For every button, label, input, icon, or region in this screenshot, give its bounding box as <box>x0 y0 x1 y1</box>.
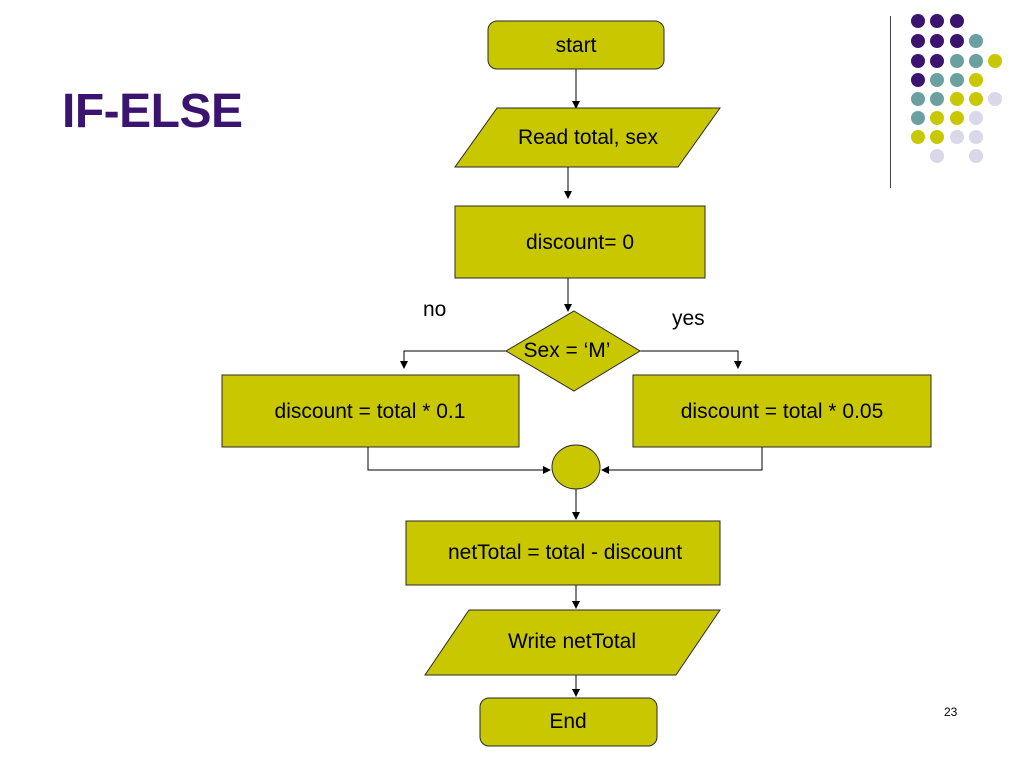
decision-label: Sex = ‘M’ <box>524 339 611 362</box>
dot-purple <box>950 14 964 28</box>
branch-yes-label: yes <box>672 307 705 330</box>
net-total-label: netTotal = total - discount <box>448 541 682 564</box>
dot-yellow <box>911 130 925 144</box>
dot-lavender <box>969 111 983 125</box>
dot-lavender <box>988 92 1002 106</box>
dot-yellow <box>950 92 964 106</box>
dot-yellow <box>969 92 983 106</box>
dot-teal <box>911 111 925 125</box>
start-label: start <box>556 34 597 57</box>
dot-lavender <box>930 149 944 163</box>
dot-teal <box>911 92 925 106</box>
decision-diamond <box>505 310 641 392</box>
dot-purple <box>911 34 925 48</box>
arrow-yes-to-merge <box>601 447 763 474</box>
init-process-box <box>454 205 706 279</box>
dot-lavender <box>969 130 983 144</box>
dot-yellow <box>988 54 1002 68</box>
dot-teal <box>969 34 983 48</box>
init-label: discount= 0 <box>526 231 634 254</box>
no-process-box <box>221 374 520 448</box>
slide-title: IF-ELSE <box>62 85 243 138</box>
branch-no-label: no <box>423 298 446 321</box>
dot-purple <box>911 14 925 28</box>
dot-purple <box>930 34 944 48</box>
arrow-decision-yes <box>636 350 742 369</box>
dot-purple <box>930 14 944 28</box>
arrow-no-to-merge <box>367 447 551 474</box>
divider-line <box>890 16 891 188</box>
yes-process-box <box>632 374 932 448</box>
dot-yellow <box>950 111 964 125</box>
dot-teal <box>930 92 944 106</box>
read-input-parallelogram <box>454 107 721 168</box>
dot-teal <box>950 73 964 87</box>
dot-teal <box>969 54 983 68</box>
dot-lavender <box>969 149 983 163</box>
dot-yellow <box>969 73 983 87</box>
net-total-box <box>405 520 721 586</box>
page-number: 23 <box>944 705 958 719</box>
dot-yellow <box>930 130 944 144</box>
dot-teal <box>950 54 964 68</box>
read-label: Read total, sex <box>518 126 659 149</box>
start-terminal <box>487 20 665 70</box>
arrow-decision-no <box>400 350 506 369</box>
dot-yellow <box>930 111 944 125</box>
merge-connector <box>551 444 601 490</box>
dot-purple <box>950 34 964 48</box>
no-process-label: discount = total * 0.1 <box>275 400 466 423</box>
dot-purple <box>911 54 925 68</box>
dot-purple <box>930 54 944 68</box>
dot-purple <box>911 73 925 87</box>
end-terminal <box>479 697 658 747</box>
write-output-parallelogram <box>424 609 721 676</box>
write-label: Write netTotal <box>508 630 636 653</box>
end-label: End <box>549 710 586 733</box>
dot-lavender <box>950 130 964 144</box>
dot-teal <box>930 73 944 87</box>
yes-process-label: discount = total * 0.05 <box>681 400 884 423</box>
